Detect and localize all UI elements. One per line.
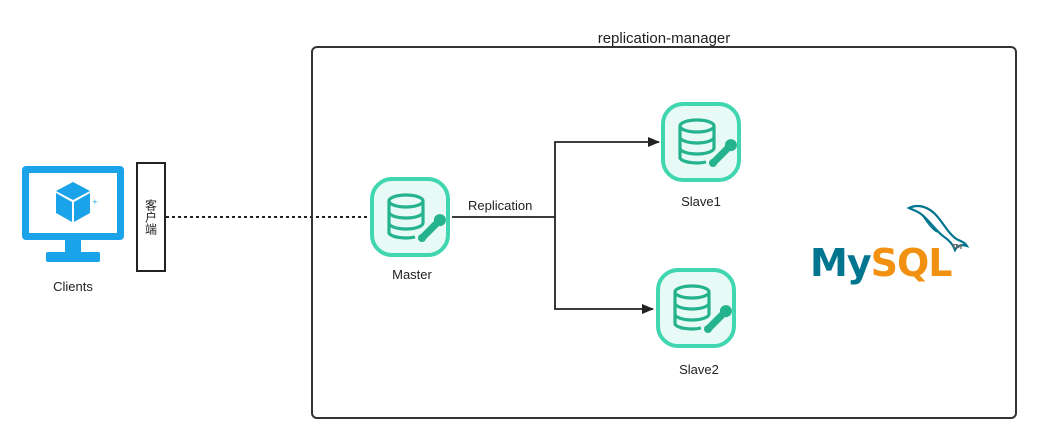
replication-manager-group bbox=[311, 46, 1017, 419]
slave2-database-icon bbox=[656, 268, 736, 348]
trademark-text: TM bbox=[951, 243, 962, 251]
slave1-database-icon bbox=[661, 102, 741, 182]
dolphin-icon bbox=[906, 204, 970, 252]
replication-edge-label: Replication bbox=[468, 198, 533, 213]
group-title: replication-manager bbox=[597, 30, 731, 47]
mysql-wordmark: MySQLTM bbox=[810, 241, 962, 285]
computer-monitor-icon: + bbox=[22, 166, 124, 262]
replication-edge-slave1 bbox=[452, 137, 660, 218]
client-tag-label: 客户端 bbox=[143, 199, 158, 235]
clients-label: Clients bbox=[53, 279, 93, 294]
mysql-my-text: My bbox=[810, 241, 872, 285]
slave2-label: Slave2 bbox=[679, 362, 719, 377]
slave1-label: Slave1 bbox=[681, 194, 721, 209]
master-label: Master bbox=[392, 267, 432, 282]
svg-text:+: + bbox=[92, 198, 98, 206]
replication-edge-slave2 bbox=[554, 217, 654, 314]
mysql-sql-text: SQL bbox=[870, 241, 953, 285]
master-database-icon bbox=[370, 177, 450, 257]
client-tag-box: 客户端 bbox=[136, 162, 166, 272]
mysql-logo: MySQLTM bbox=[810, 202, 975, 282]
